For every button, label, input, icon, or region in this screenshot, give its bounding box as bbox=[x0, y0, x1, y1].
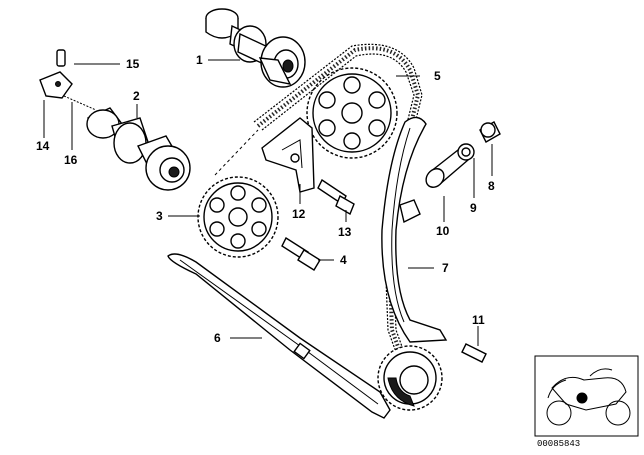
callout-11: 11 bbox=[472, 313, 485, 327]
guide-rail bbox=[167, 253, 391, 419]
callout-4: 4 bbox=[340, 253, 347, 267]
callout-2: 2 bbox=[133, 89, 140, 103]
image-code: 00085843 bbox=[537, 439, 580, 449]
callout-15: 15 bbox=[126, 57, 140, 71]
tensioner-rail bbox=[381, 116, 448, 343]
pin-11 bbox=[461, 343, 487, 363]
callout-16: 16 bbox=[64, 153, 78, 167]
screw-plug bbox=[479, 121, 501, 143]
screw-16 bbox=[63, 95, 97, 111]
callout-12: 12 bbox=[292, 207, 306, 221]
bolt-4 bbox=[281, 236, 321, 271]
sprocket-upper bbox=[306, 67, 398, 159]
callout-labels: 1 2 3 4 5 6 7 8 9 10 11 12 13 14 15 16 bbox=[36, 53, 495, 345]
callout-8: 8 bbox=[488, 179, 495, 193]
callout-13: 13 bbox=[338, 225, 352, 239]
callout-14: 14 bbox=[36, 139, 50, 153]
bolt-13 bbox=[317, 178, 355, 216]
camshaft-lower bbox=[86, 107, 191, 191]
callout-10: 10 bbox=[436, 224, 450, 238]
sealing-ring bbox=[457, 143, 475, 161]
pin-15 bbox=[56, 49, 66, 67]
callout-7: 7 bbox=[442, 261, 449, 275]
sprocket-lower bbox=[197, 176, 279, 258]
callout-1: 1 bbox=[196, 53, 203, 67]
callout-9: 9 bbox=[470, 201, 477, 215]
callout-5: 5 bbox=[434, 69, 441, 83]
callout-6: 6 bbox=[214, 331, 221, 345]
chain-guide-bracket bbox=[261, 117, 315, 193]
crank-sprocket bbox=[377, 345, 443, 411]
camshaft-upper bbox=[205, 8, 306, 88]
lever-14 bbox=[39, 71, 73, 99]
motorcycle-icon bbox=[546, 368, 631, 426]
inset-thumbnail: 00085843 bbox=[534, 355, 639, 449]
callout-3: 3 bbox=[156, 209, 163, 223]
leader-lines bbox=[43, 59, 493, 346]
